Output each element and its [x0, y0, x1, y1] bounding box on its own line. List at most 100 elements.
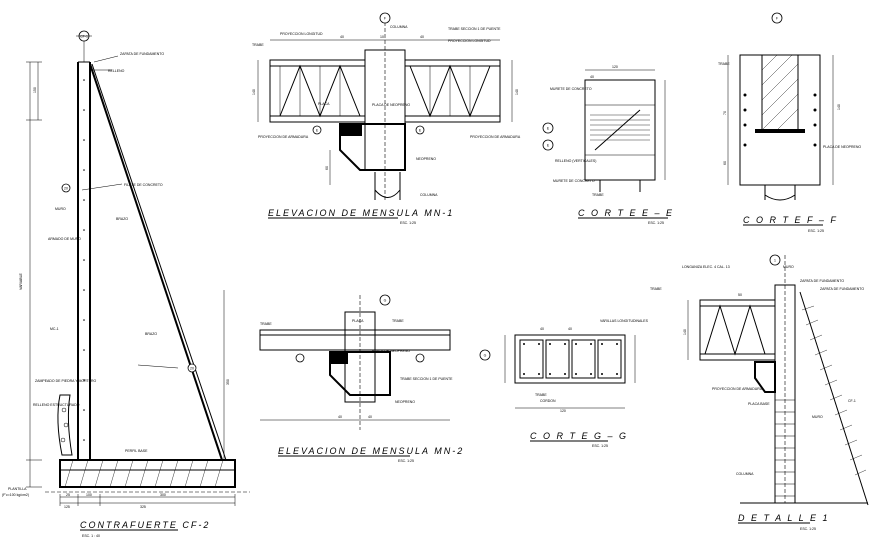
dim-cf-25: 25 — [66, 493, 70, 497]
scale-corte-ff: ESC. 1:25 — [808, 229, 824, 233]
title-detalle: D E T A L L E 1 — [738, 513, 830, 523]
dim-cf-100: 100 — [86, 493, 92, 497]
bubble-m1-top: F — [384, 17, 386, 21]
label-m1-placa: PLACA — [318, 102, 330, 106]
dim-m1-140-a: 140 — [252, 89, 256, 95]
scale-mensula2: ESC. 1:25 — [398, 459, 414, 463]
bubble-m2-top: G — [384, 299, 387, 303]
bubble-cf-b: 20 — [190, 367, 194, 371]
label-ee-trabe: TRABE — [592, 193, 604, 197]
label-cf-armado: ARMADO DE MURO — [48, 237, 81, 241]
label-det-trabe: TRABE — [650, 287, 662, 291]
bubble-ee-b: E — [547, 144, 550, 148]
label-ee-muro-2: MURETE DE CONCRETO — [553, 179, 595, 183]
label-gg-varillas: VARILLAS LONGITUDINALES — [600, 319, 649, 323]
scale-corte-gg: ESC. 1:25 — [592, 444, 608, 448]
scale-mensula1: ESC. 1:25 — [400, 221, 416, 225]
label-det-placa: PLACA BASE — [748, 402, 770, 406]
label-m1-colum: COLUMNA — [390, 25, 408, 29]
dim-cf-325: 325 — [140, 505, 146, 509]
label-gg-cordon: CORDON — [540, 399, 556, 403]
dim-gg-40-b: 40 — [568, 327, 572, 331]
label-det-longaniza: LONGANIZA ELEC. 4 CAL. 13 — [682, 265, 730, 269]
dim-m1-60: 60 — [325, 166, 329, 170]
dim-ff-60: 60 — [723, 161, 727, 165]
bubble-ee-a: E — [547, 127, 550, 131]
label-det-muro: MURO — [783, 265, 794, 269]
label-m1-proy-r: PROYECCION LONGITUD — [448, 39, 491, 43]
label-cf-fc: (F'c=100 kg/cm2) — [2, 493, 29, 497]
dim-m2-40-b: 40 — [368, 415, 372, 419]
label-ff-placa: PLACA DE NEOPRENO — [823, 145, 861, 149]
label-cf-relleno-est: RELLENO ESTRUCTURADO — [33, 403, 80, 407]
label-cf-plantilla: PLANTILLA — [8, 487, 27, 491]
bubble-cf-top: CF-1 — [80, 35, 88, 39]
bubble-det-top: 1 — [774, 259, 776, 263]
label-cf-brazo-2: BRAZO — [145, 332, 157, 336]
label-m1-columna: COLUMNA — [420, 193, 438, 197]
bubble-ff-top: F — [776, 17, 778, 21]
label-m1-trabe-l: TRABE — [252, 43, 264, 47]
label-m1-neopreno: NEOPRENO — [416, 157, 436, 161]
corte-ff: 70 140 60 F PLACA DE NEOPRENO TRABE C O … — [718, 12, 861, 233]
corte-gg: 120 40 40 G VARILLAS LONGITUDINALES TRAB… — [479, 319, 649, 448]
label-gg-trabe: TRABE — [535, 393, 547, 397]
label-cf-zampeado: ZAMPEADO DE PIEDRA Y MORTERO — [35, 379, 97, 383]
title-mensula1: ELEVACION DE MENSULA MN-1 — [268, 208, 454, 218]
label-cf-zapata: ZAPATA DE FUNDAMENTO — [120, 52, 164, 56]
dim-det-140: 140 — [683, 329, 687, 335]
dim-cf-350: 350 — [226, 379, 230, 385]
scale-corte-ee: ESC. 1:25 — [648, 221, 664, 225]
label-cf-variable: VARIABLE — [19, 272, 23, 290]
label-det-columna: COLUMNA — [736, 472, 754, 476]
scale-contrafuerte: ESC. 1 : 40 — [82, 534, 100, 538]
title-corte-ee: C O R T E E – E — [578, 208, 674, 218]
label-cf-muro: MURO — [55, 207, 66, 211]
dim-cf-150: 150 — [33, 87, 37, 93]
dim-m1-10: 10 — [380, 35, 384, 39]
dim-ee-40: 40 — [590, 75, 594, 79]
bubble-m1-right: E — [419, 129, 422, 133]
title-contrafuerte: CONTRAFUERTE CF-2 — [80, 520, 210, 530]
label-m1-trabe-sec: TRABE SECCION 1 DE PUENTE — [448, 27, 501, 31]
dim-gg-120: 120 — [560, 409, 566, 413]
scale-detalle: ESC. 1:25 — [800, 527, 816, 531]
label-m2-placa: PLACA — [352, 319, 364, 323]
title-mensula2: ELEVACION DE MENSULA MN-2 — [278, 446, 464, 456]
corte-ee: 120 40 E E MURETE DE CONCRETO RELLENO (V… — [542, 65, 674, 225]
detalle-1: 140 50 1 LONGANIZA ELEC. 4 CAL. 13 MURO … — [650, 254, 869, 531]
dim-m1-40-a: 40 — [340, 35, 344, 39]
dim-det-50: 50 — [738, 293, 742, 297]
label-m2-placa-nom: PLACA DE NEOPRENO — [372, 349, 410, 353]
label-ff-trabe: TRABE — [718, 62, 730, 66]
label-cf-relleno: RELLENO — [108, 69, 125, 73]
mensula-mn2: 40 40 G TRABE PLACA TRABE PLACA DE NEOPR… — [259, 294, 464, 463]
bubble-m1-left: E — [316, 129, 319, 133]
label-det-zapata-a: ZAPATA DE FUNDAMENTO — [800, 279, 844, 283]
title-corte-gg: C O R T E G – G — [530, 431, 628, 441]
label-m1-proy-l: PROYECCION LONGITUD — [280, 32, 323, 36]
label-m1-placa-nom: PLACA DE NEOPRENO — [372, 103, 410, 107]
label-m2-neopreno: NEOPRENO — [395, 400, 415, 404]
label-m2-trabe-r: TRABE — [392, 319, 404, 323]
dim-cf-125: 125 — [64, 505, 70, 509]
contrafuerte-cf2: CF-1 20 20 ZAPATA DE FUNDAMENTO RELLENO … — [2, 30, 250, 538]
label-det-armadura: PROYECCION DE ARMADURA — [712, 387, 763, 391]
dim-ff-70: 70 — [723, 111, 727, 115]
label-cf-filete: FILETE DE CONCRETO — [124, 183, 163, 187]
dim-m1-40-b: 40 — [420, 35, 424, 39]
bubble-cf-a: 20 — [64, 187, 68, 191]
dim-m2-40: 40 — [338, 415, 342, 419]
title-corte-ff: C O R T E F – F — [743, 215, 838, 225]
dim-m1-140-b: 140 — [515, 89, 519, 95]
label-m1-armadura-r: PROYECCION DE ARMADURA — [470, 135, 521, 139]
dim-cf-300: 300 — [160, 493, 166, 497]
label-m1-armadura-l: PROYECCION DE ARMADURA — [258, 135, 309, 139]
label-ee-muro: MURETE DE CONCRETO — [550, 87, 592, 91]
label-m2-trabe-sec: TRABE SECCION 1 DE PUENTE — [400, 377, 453, 381]
label-m2-trabe: TRABE — [260, 322, 272, 326]
dim-ee-120: 120 — [612, 65, 618, 69]
dim-gg-40-a: 40 — [540, 327, 544, 331]
